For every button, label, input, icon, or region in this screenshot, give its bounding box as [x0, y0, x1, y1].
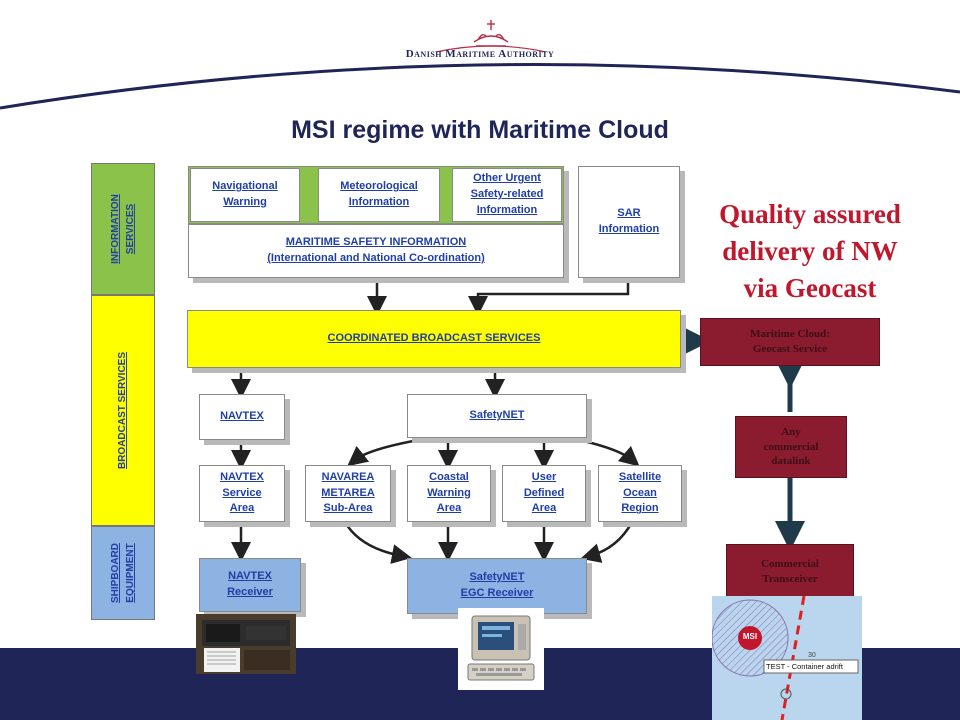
meteorological-information-label: Meteorological Information [340, 180, 418, 208]
safetynet-egc-receiver-box: SafetyNET EGC Receiver [407, 558, 587, 614]
geocast-map-inset: MSI 30 TEST - Container adrift [712, 596, 862, 720]
commercial-transceiver-box: Commercial Transceiver [726, 544, 854, 600]
navarea-metarea-label: NAVAREA METAREA Sub-Area [321, 470, 375, 515]
navigational-warning-box: Navigational Warning [190, 168, 300, 222]
safetynet-box: SafetyNET [407, 394, 587, 438]
shipboard-equipment-column: SHIPBOARD EQUIPMENT [91, 526, 155, 620]
geocast-service-label: Maritime Cloud: Geocast Service [750, 328, 830, 355]
navigational-warning-label: Navigational Warning [212, 180, 278, 208]
commercial-datalink-label: Any commercial datalink [763, 425, 819, 468]
commercial-datalink-box: Any commercial datalink [735, 416, 847, 478]
crown-logo-icon [435, 20, 547, 53]
navtex-receiver-label: NAVTEX Receiver [227, 570, 273, 598]
coordinated-broadcast-label: COORDINATED BROADCAST SERVICES [327, 332, 541, 345]
depth-label: 30 [808, 652, 816, 659]
coordinated-broadcast-box: COORDINATED BROADCAST SERVICES [187, 310, 681, 368]
sar-information-label: SAR Information [598, 207, 660, 235]
information-services-column: INFORMATION SERVICES [91, 163, 155, 295]
navtex-receiver-photo [196, 614, 296, 674]
map-graphics [712, 596, 862, 720]
user-defined-area-label: User Defined Area [523, 470, 565, 515]
authority-name: Danish Maritime Authority [405, 48, 555, 60]
navtex-service-area-label: NAVTEX Service Area [220, 470, 264, 515]
header-curve [0, 63, 960, 110]
commercial-transceiver-label: Commercial Transceiver [761, 558, 819, 585]
msi-marker-label: MSI [742, 632, 758, 641]
egc-terminal-photo [458, 608, 544, 690]
broadcast-services-column: BROADCAST SERVICES [91, 295, 155, 526]
satellite-ocean-region-label: Satellite Ocean Region [618, 470, 662, 515]
quality-assured-text: Quality assured delivery of NW via Geoca… [719, 199, 901, 303]
maritime-safety-information-label: MARITIME SAFETY INFORMATION (Internation… [267, 236, 485, 264]
navtex-receiver-box: NAVTEX Receiver [199, 558, 301, 612]
navarea-metarea-box: NAVAREA METAREA Sub-Area [305, 465, 391, 522]
navtex-box: NAVTEX [199, 394, 285, 440]
safetynet-egc-receiver-label: SafetyNET EGC Receiver [460, 571, 534, 599]
geocast-service-box: Maritime Cloud: Geocast Service [700, 318, 880, 366]
sar-information-box: SAR Information [578, 166, 680, 278]
maritime-safety-information-box: MARITIME SAFETY INFORMATION (Internation… [188, 224, 564, 278]
navtex-label: NAVTEX [220, 410, 264, 423]
other-urgent-info-label: Other Urgent Safety-related Information [470, 172, 544, 216]
satellite-ocean-region-box: Satellite Ocean Region [598, 465, 682, 522]
navtex-service-area-box: NAVTEX Service Area [199, 465, 285, 522]
slide-title: MSI regime with Maritime Cloud [291, 116, 669, 144]
coastal-warning-area-label: Coastal Warning Area [427, 470, 471, 515]
meteorological-information-box: Meteorological Information [318, 168, 440, 222]
coastal-warning-area-box: Coastal Warning Area [407, 465, 491, 522]
user-defined-area-box: User Defined Area [502, 465, 586, 522]
other-urgent-info-box: Other Urgent Safety-related Information [452, 168, 562, 222]
container-adrift-label: TEST - Container adrift [766, 662, 843, 671]
safetynet-label: SafetyNET [469, 409, 525, 422]
